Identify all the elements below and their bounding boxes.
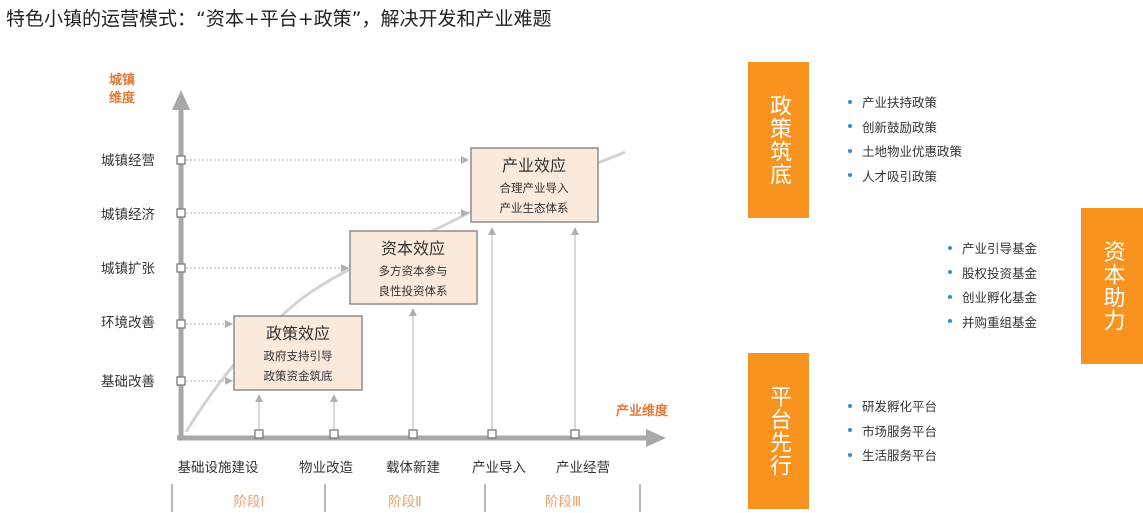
box-line: 合理产业导入	[500, 181, 569, 195]
y-tick	[176, 376, 186, 386]
industry-effect-box: 产业效应 合理产业导入 产业生态体系	[470, 147, 599, 223]
capital-effect-box: 资本效应 多方资本参与 良性投资体系	[349, 230, 478, 305]
list-item: 研发孵化平台	[848, 395, 937, 420]
x-category-label: 物业改造	[299, 460, 353, 476]
x-tick	[408, 429, 418, 439]
list-item: 并购重组基金	[948, 311, 1037, 336]
x-tick	[487, 429, 497, 439]
x-tick	[570, 429, 580, 439]
y-tick	[176, 263, 186, 273]
page-title: 特色小镇的运营模式：“资本+平台+政策”，解决开发和产业难题	[6, 8, 552, 30]
y-axis-arrow	[172, 90, 190, 110]
list-item: 创新鼓励政策	[848, 116, 962, 141]
stage-label: 阶段Ⅲ	[545, 494, 581, 510]
list-item: 产业扶持政策	[848, 91, 962, 116]
box-line: 政府支持引导	[264, 349, 333, 363]
x-category-label: 产业经营	[556, 460, 610, 476]
box-line: 政策资金筑底	[264, 369, 333, 383]
list-item: 股权投资基金	[948, 262, 1037, 287]
list-item: 市场服务平台	[848, 420, 937, 445]
y-level-label: 城镇扩张	[101, 261, 155, 277]
stage-label: 阶段Ⅱ	[388, 494, 422, 510]
x-category-label: 载体新建	[386, 460, 440, 476]
list-item: 土地物业优惠政策	[848, 140, 962, 165]
policy-list: 产业扶持政策 创新鼓励政策 土地物业优惠政策 人才吸引政策	[848, 91, 962, 189]
y-tick	[176, 208, 186, 218]
box-line: 多方资本参与	[379, 264, 448, 278]
stage-label: 阶段Ⅰ	[234, 494, 265, 510]
operation-model-diagram: 城镇 维度 产业维度 城镇经营 城镇经济 城镇扩张 环境改善 基础改善	[101, 72, 669, 512]
capital-boost-tag: 资本助力	[1081, 208, 1143, 364]
list-item: 人才吸引政策	[848, 165, 962, 190]
platform-first-tag: 平台先行	[748, 353, 809, 509]
y-level-label: 城镇经济	[101, 207, 155, 223]
y-level-label: 环境改善	[101, 315, 155, 331]
list-item: 产业引导基金	[948, 237, 1037, 262]
box-title: 资本效应	[381, 239, 445, 258]
y-level-label: 基础改善	[101, 373, 155, 390]
policy-foundation-tag: 政策筑底	[748, 62, 809, 218]
y-tick	[176, 155, 186, 165]
y-axis-label-line2: 维度	[109, 90, 136, 106]
x-tick	[254, 429, 264, 439]
box-title: 产业效应	[502, 156, 566, 175]
x-tick	[329, 429, 339, 439]
platform-list: 研发孵化平台 市场服务平台 生活服务平台	[848, 395, 937, 469]
capital-list: 产业引导基金 股权投资基金 创业孵化基金 并购重组基金	[948, 237, 1037, 335]
list-item: 创业孵化基金	[948, 286, 1037, 311]
x-axis-arrow	[646, 429, 666, 447]
policy-effect-box: 政策效应 政府支持引导 政策资金筑底	[233, 315, 363, 391]
box-line: 产业生态体系	[500, 201, 569, 215]
y-level-label: 城镇经营	[101, 153, 155, 169]
x-axis-label: 产业维度	[616, 403, 669, 419]
y-tick	[176, 319, 186, 329]
x-category-label: 基础设施建设	[178, 459, 259, 476]
list-item: 生活服务平台	[848, 444, 937, 469]
y-axis-label-line1: 城镇	[109, 72, 135, 88]
box-line: 良性投资体系	[379, 284, 448, 298]
x-category-label: 产业导入	[472, 460, 526, 476]
box-title: 政策效应	[266, 324, 330, 343]
